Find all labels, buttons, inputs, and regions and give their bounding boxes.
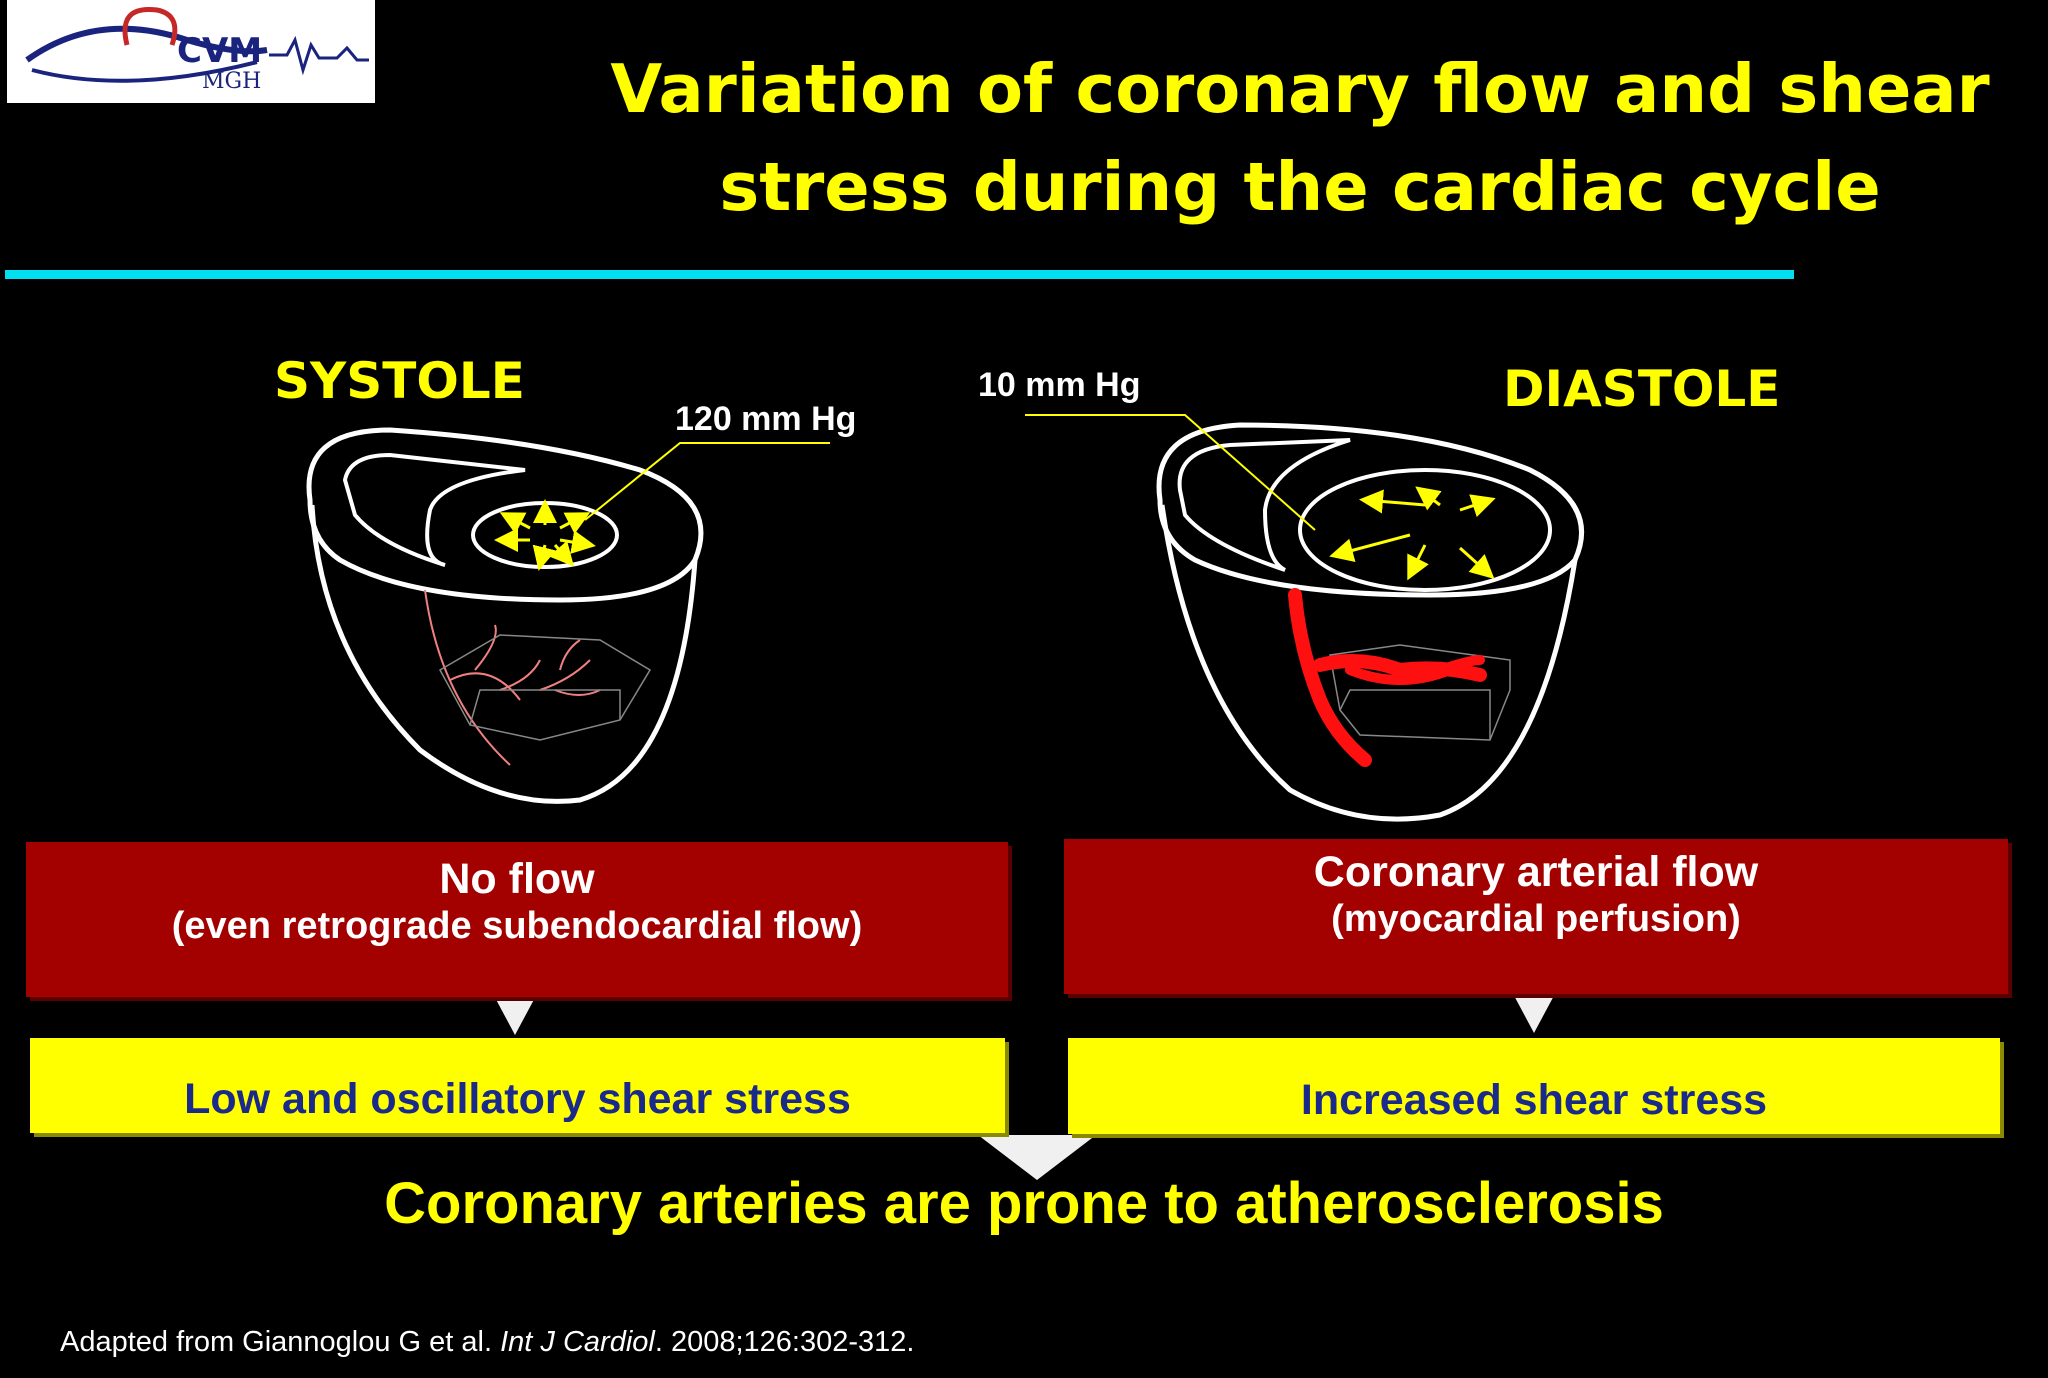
diastole-pressure-label: 10 mm Hg (978, 366, 1141, 404)
diastole-artery (1288, 588, 1487, 767)
svg-text:CVM: CVM (177, 31, 262, 71)
systole-pressure-pointer (584, 442, 830, 521)
systole-result-box: Low and oscillatory shear stress (30, 1038, 1005, 1133)
cvm-mgh-logo: CVM MGH (7, 0, 375, 103)
systole-label: SYSTOLE (274, 352, 525, 410)
title-divider (5, 270, 1794, 279)
citation-journal: Int J Cardiol (500, 1326, 655, 1358)
systole-flow-sub: (even retrograde subendocardial flow) (171, 905, 863, 947)
systole-pressure-label: 120 mm Hg (675, 400, 857, 438)
systole-flow-box: No flow (even retrograde subendocardial … (26, 842, 1008, 997)
diastole-result-box: Increased shear stress (1068, 1038, 2000, 1134)
systole-flow-main: No flow (439, 855, 595, 903)
diastole-flow-sub: (myocardial perfusion) (1331, 898, 1741, 940)
systole-artery (424, 589, 601, 766)
citation-prefix: Adapted from Giannoglou G et al. (60, 1326, 501, 1358)
systole-heart (306, 427, 704, 804)
diastole-pressure-pointer (1025, 414, 1316, 531)
conclusion-text: Coronary arteries are prone to atheroscl… (384, 1171, 1664, 1236)
logo-graphic: CVM MGH (25, 6, 369, 94)
systole-pressure-arrows (494, 499, 596, 571)
diastole-tissue-block (1329, 644, 1511, 741)
citation-suffix: . 2008;126:302-312. (654, 1326, 915, 1358)
diastole-flow-box: Coronary arterial flow (myocardial perfu… (1064, 839, 2008, 994)
systole-tissue-block (438, 634, 652, 741)
diastole-label: DIASTOLE (1503, 360, 1781, 418)
diastole-heart (1156, 422, 1585, 822)
diastole-flow-main: Coronary arterial flow (1313, 848, 1759, 896)
svg-text:MGH: MGH (202, 69, 261, 94)
diastole-pressure-arrows (1329, 486, 1496, 581)
citation: Adapted from Giannoglou G et al. Int J C… (60, 1326, 914, 1359)
title-line-1: Variation of coronary flow and shear (610, 50, 1990, 128)
title-line-2: stress during the cardiac cycle (719, 148, 1881, 226)
slide-title: Variation of coronary flow and shear str… (560, 40, 2040, 236)
